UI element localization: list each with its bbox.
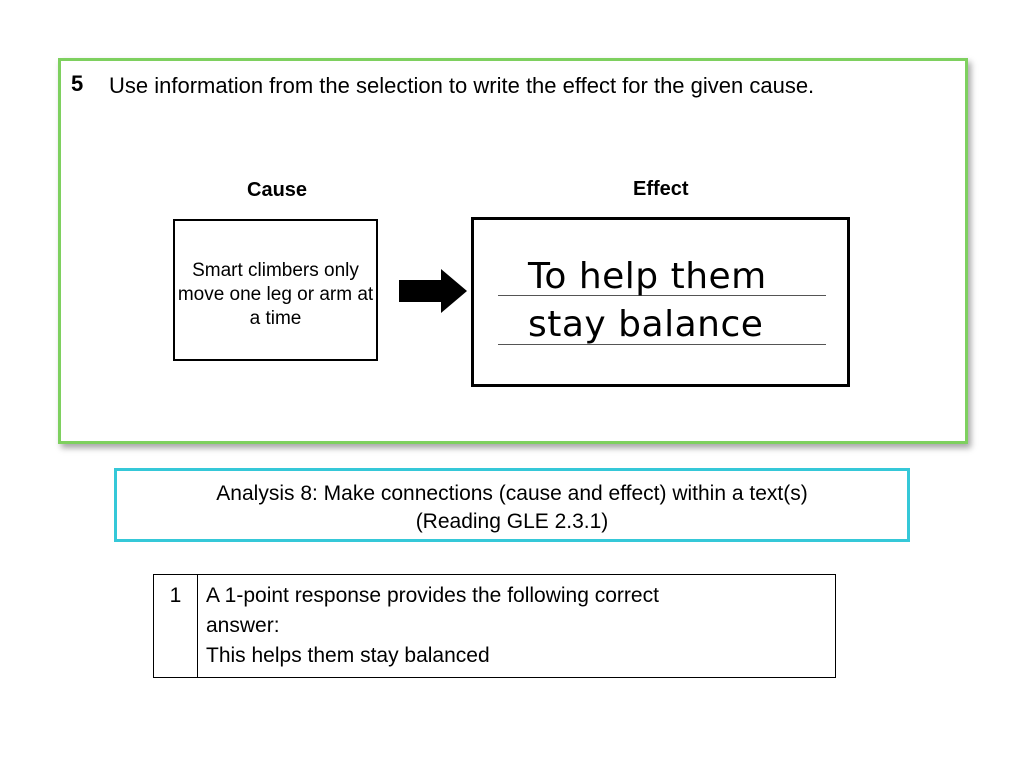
description-line-2: answer: — [206, 614, 280, 637]
answer-line-1 — [498, 295, 826, 296]
question-number: 5 — [71, 71, 84, 96]
answer-line-2 — [498, 344, 826, 345]
effect-answer-box[interactable]: To help them stay balance — [471, 217, 850, 387]
handwritten-answer-line-2: stay balance — [528, 304, 764, 345]
score-cell: 1 — [153, 574, 198, 678]
table-row: 1 A 1-point response provides the follow… — [153, 574, 836, 678]
question-panel: 5 Use information from the selection to … — [58, 58, 968, 444]
effect-label: Effect — [633, 178, 689, 200]
cause-label: Cause — [247, 179, 308, 201]
description-line-3: This helps them stay balanced — [206, 644, 490, 667]
standard-line-2: (Reading GLE 2.3.1) — [415, 510, 609, 533]
standard-line-1: Analysis 8: Make connections (cause and … — [216, 482, 808, 505]
rubric-table: 1 A 1-point response provides the follow… — [153, 574, 836, 678]
handwritten-answer-line-1: To help them — [528, 256, 767, 297]
description-line-1: A 1-point response provides the followin… — [206, 584, 659, 607]
question-prompt: Use information from the selection to wr… — [109, 73, 815, 98]
description-cell: A 1-point response provides the followin… — [197, 574, 836, 678]
cause-box: Smart climbers only move one leg or arm … — [173, 219, 378, 361]
standard-box: Analysis 8: Make connections (cause and … — [114, 468, 910, 542]
cause-text: Smart climbers only move one leg or arm … — [177, 260, 374, 329]
right-arrow-icon — [399, 269, 467, 313]
